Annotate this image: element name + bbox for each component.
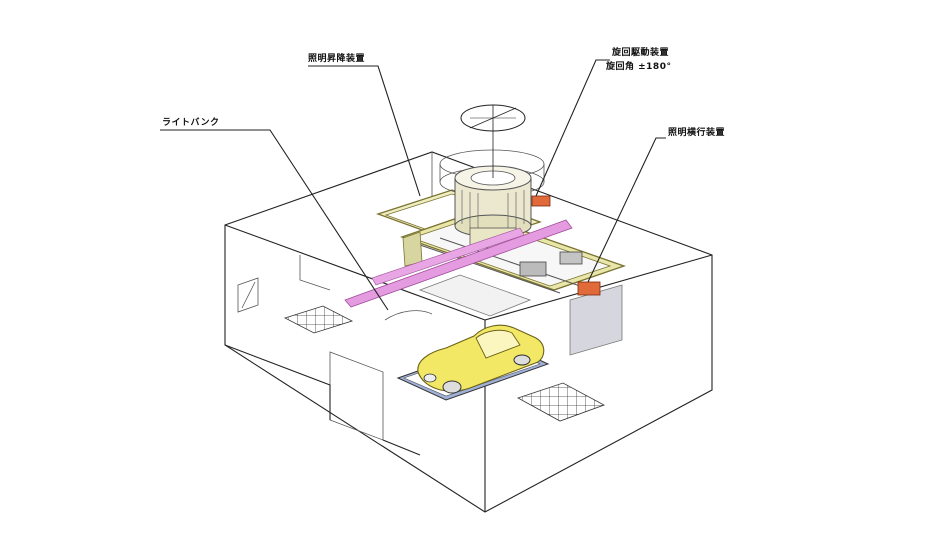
label-traverse: 照明横行装置 (668, 128, 726, 138)
car-turntable (384, 310, 550, 401)
label-rotation-angle: 旋回角 ±180° (606, 62, 672, 72)
label-light-bank: ライトバンク (162, 118, 220, 128)
light-bank (344, 219, 573, 308)
lift-platform (418, 274, 532, 317)
label-lighting-lift: 照明昇降装置 (308, 54, 366, 64)
traverse-drive-motor (577, 281, 601, 296)
leader-lines (160, 59, 666, 311)
studio-room (224, 151, 713, 513)
label-rotation-drive: 旋回駆動装置 (612, 48, 670, 58)
rotation-drive-motor (531, 195, 551, 207)
car (417, 324, 545, 394)
